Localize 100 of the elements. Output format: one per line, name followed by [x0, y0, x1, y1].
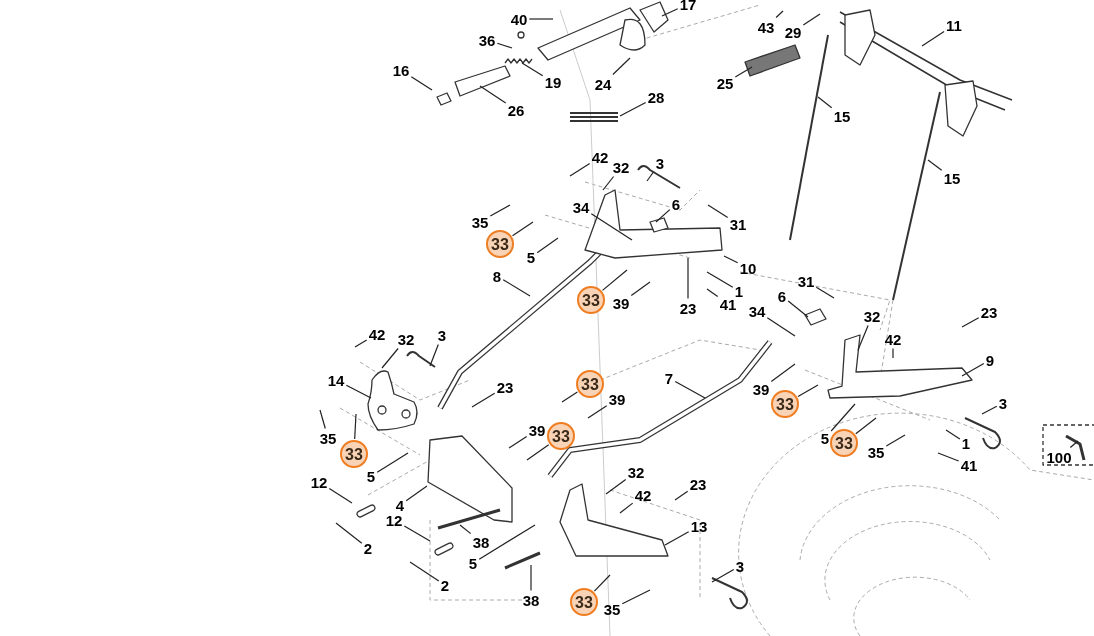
callout-number: 39 [608, 390, 626, 408]
leader-line [1069, 440, 1079, 449]
callout-number: 35 [471, 213, 489, 231]
callout-number: 8 [492, 267, 502, 285]
leader-line [459, 524, 472, 535]
leader-line [723, 255, 739, 264]
leader-line [508, 436, 528, 449]
callout-number: 34 [572, 198, 590, 216]
leader-line [664, 531, 690, 546]
leader-line [511, 221, 534, 237]
leader-line [797, 384, 819, 398]
callout-number: 23 [679, 299, 697, 317]
leader-line [587, 405, 608, 419]
leader-line [921, 30, 945, 47]
leader-line [927, 159, 943, 171]
callout-number: 2 [363, 539, 373, 557]
leader-line [345, 384, 372, 399]
leader-line [528, 18, 554, 20]
callout-number: 2 [440, 576, 450, 594]
leader-line [590, 213, 633, 241]
leader-line [706, 271, 734, 288]
leader-line [335, 522, 363, 544]
callout-number: 38 [472, 533, 490, 551]
callout-number: 25 [716, 74, 734, 92]
callout-number: 12 [385, 511, 403, 529]
callout-number: 42 [634, 486, 652, 504]
leader-line [602, 175, 615, 191]
leader-line [619, 101, 647, 117]
leader-line [381, 347, 399, 369]
leader-line [403, 525, 431, 542]
callout-number: 10 [739, 259, 757, 277]
leader-line [479, 85, 507, 104]
leader-line [521, 62, 544, 77]
callout-number: 14 [327, 371, 345, 389]
callout-number: 5 [526, 248, 536, 266]
highlighted-callout-number: 33 [570, 588, 598, 616]
callout-number: 15 [943, 169, 961, 187]
leader-line [471, 392, 496, 408]
leader-line [612, 57, 631, 76]
leader-line [706, 288, 719, 298]
callout-number: 5 [366, 467, 376, 485]
callout-number: 12 [310, 473, 328, 491]
leader-line [981, 405, 998, 415]
callout-number: 29 [784, 23, 802, 41]
leader-line [354, 413, 357, 440]
leader-line [687, 257, 689, 300]
callout-number: 16 [392, 61, 410, 79]
leader-line [630, 281, 651, 297]
leader-line [787, 300, 809, 318]
callout-number: 9 [985, 351, 995, 369]
callout-number: 28 [647, 88, 665, 106]
callout-number: 34 [748, 302, 766, 320]
callout-number: 35 [319, 429, 337, 447]
callout-number: 32 [627, 463, 645, 481]
leader-line [593, 574, 611, 592]
callout-number: 31 [729, 215, 747, 233]
callout-number: 36 [478, 31, 496, 49]
callout-number: 42 [368, 325, 386, 343]
leader-line [674, 490, 689, 501]
leader-line [961, 317, 980, 328]
leader-line [405, 485, 428, 502]
leader-line [655, 209, 671, 223]
callout-number: 11 [946, 16, 962, 34]
callout-number: 26 [507, 101, 525, 119]
callout-number: 17 [679, 0, 697, 13]
leader-line [478, 524, 536, 560]
leader-line [489, 204, 511, 217]
leader-line [319, 409, 326, 430]
callout-number: 31 [797, 272, 815, 290]
highlighted-callout-number: 33 [340, 440, 368, 468]
leader-line [410, 76, 433, 91]
leader-line [661, 8, 679, 17]
leader-line [961, 362, 985, 377]
leader-line [354, 339, 368, 348]
leader-line [766, 317, 796, 337]
callout-number: 5 [820, 429, 830, 447]
leader-line [561, 391, 578, 403]
highlighted-callout-number: 33 [830, 429, 858, 457]
leader-line [376, 452, 409, 473]
highlighted-callout-number: 33 [771, 390, 799, 418]
leader-line [601, 269, 628, 291]
leader-line [885, 434, 906, 447]
leader-line [830, 403, 856, 432]
callout-number: 35 [603, 600, 621, 618]
callout-number: 13 [690, 517, 708, 535]
callout-number: 1 [961, 434, 971, 452]
leader-line [817, 96, 833, 109]
callout-number: 6 [671, 195, 681, 213]
callout-number: 39 [528, 421, 546, 439]
leader-line [536, 237, 559, 254]
leader-line [605, 479, 627, 495]
leader-line [857, 324, 869, 351]
callout-number: 32 [863, 307, 881, 325]
highlighted-callout-number: 33 [576, 370, 604, 398]
callout-number: 23 [689, 475, 707, 493]
leader-line [409, 561, 440, 582]
callout-number: 32 [397, 330, 415, 348]
leader-line [892, 347, 894, 359]
callout-number: 42 [591, 148, 609, 166]
leader-line [707, 204, 729, 218]
